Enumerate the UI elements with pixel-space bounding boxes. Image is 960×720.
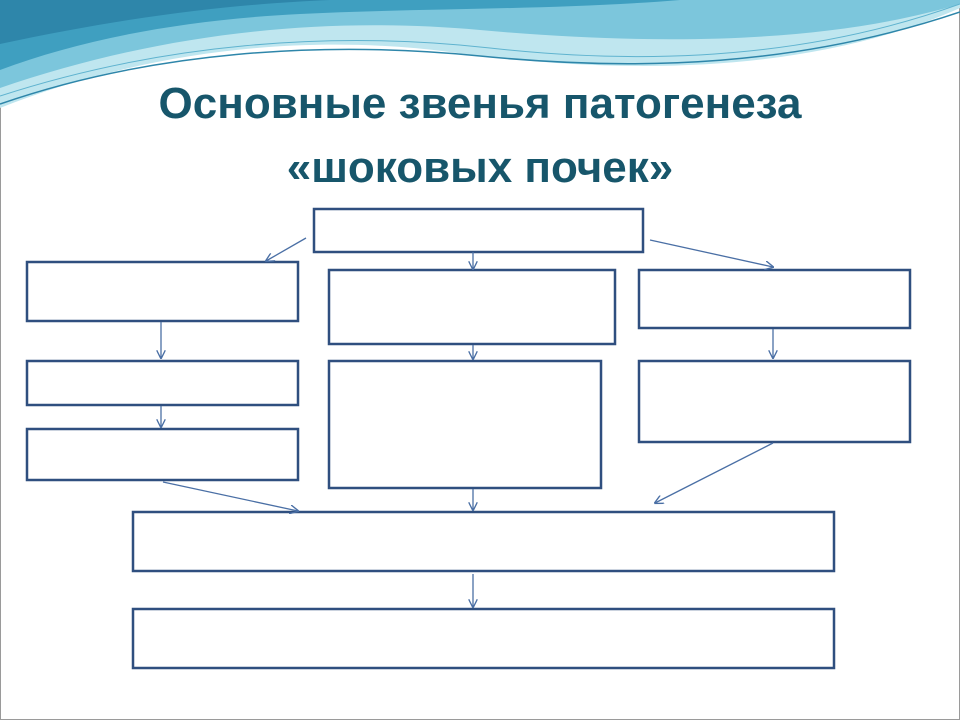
arrow-top-to-left (266, 237, 307, 261)
box-bottom-1 (131, 510, 836, 573)
box-top (312, 207, 645, 254)
title-line-1: Основные звенья патогенеза (158, 79, 802, 128)
box-center-2 (327, 359, 603, 490)
box-right-2 (637, 359, 912, 444)
box-right-1 (637, 268, 912, 330)
arrow-top-to-right (649, 239, 773, 267)
title-line-2: «шоковых почек» (286, 143, 674, 192)
box-bottom-2 (131, 607, 836, 670)
slide-title: Основные звенья патогенеза «шоковых поче… (0, 72, 960, 200)
arrow-left-3-to-bottom-1 (162, 481, 298, 511)
box-center-1 (327, 268, 617, 346)
box-left-3 (25, 427, 300, 482)
arrow-right-2-to-bottom-1 (655, 442, 774, 503)
box-left-1 (25, 260, 300, 323)
wave-header-decoration (0, 0, 960, 108)
box-left-2 (25, 359, 300, 407)
